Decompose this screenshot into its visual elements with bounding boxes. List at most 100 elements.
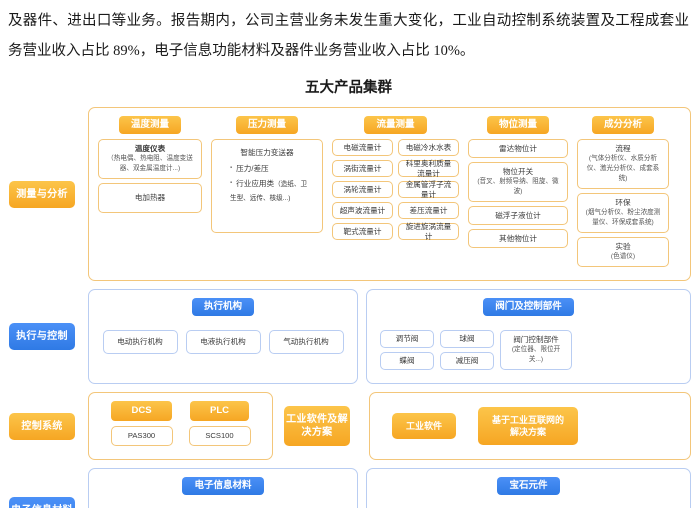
- group-flow: 流量测量 电磁流量计 涡街流量计 涡轮流量计 超声波流量计 靶式流量计 电磁冷水…: [332, 116, 459, 271]
- flow-columns: 电磁流量计 涡街流量计 涡轮流量计 超声波流量计 靶式流量计 电磁冷水水表 科里…: [332, 139, 459, 244]
- item-electric-heater: 电加热器: [98, 183, 202, 213]
- flow-column-left: 电磁流量计 涡街流量计 涡轮流量计 超声波流量计 靶式流量计: [332, 139, 393, 244]
- flow-item: 金属管浮子流量计: [398, 180, 459, 199]
- diagram-row-electronic: 电子信息材料及器件 电子信息材料 复合材料 贵金属材料 精密合金 宝石元件 仪器…: [6, 468, 691, 508]
- flow-column-right: 电磁冷水水表 科里奥利质量流量计 金属管浮子流量计 差压流量计 旋进旋涡流量计: [398, 139, 459, 244]
- row-pill-measurement: 测量与分析: [9, 180, 75, 208]
- paragraph-text: 及器件、进出口等业务。报告期内，公司主营业务未发生重大变化，工业自动控制系统装置…: [8, 13, 689, 59]
- flow-item: 科里奥利质量流量计: [398, 159, 459, 178]
- row-body-electronic: 电子信息材料 复合材料 贵金属材料 精密合金 宝石元件 仪器仪表元器件 精密测量…: [88, 468, 691, 508]
- group-caption-valve: 阀门及控制部件: [483, 298, 574, 316]
- actuator-item: 气动执行机构: [268, 330, 344, 354]
- group-pressure: 压力测量 智能压力变送器 压力/差压 行业应用类（造纸、卫生型、远传、核级...…: [211, 116, 323, 271]
- composition-item: 流程 (气体分析仪、水质分析仪、激光分析仪、成套系统): [577, 139, 669, 189]
- composition-main: 环保: [615, 198, 631, 207]
- item-smart-pressure-transmitter: 智能压力变送器 压力/差压 行业应用类（造纸、卫生型、远传、核级...): [211, 139, 323, 233]
- control-pair-plc: PLC SCS100: [188, 401, 251, 450]
- panel-electronic-materials: 电子信息材料 复合材料 贵金属材料 精密合金: [88, 468, 358, 508]
- composition-sub: (烟气分析仪、粉尘浓度测量仪、环保成套系统): [585, 209, 661, 226]
- flow-item: 旋进旋涡流量计: [398, 222, 459, 241]
- diagram-row-control: 控制系统 DCS PAS300 PLC SCS100 工业软件及解决方案: [6, 392, 691, 460]
- row-label-actuation: 执行与控制: [6, 289, 78, 384]
- row-label-measurement: 测量与分析: [6, 107, 78, 281]
- row-pill-electronic: 电子信息材料及器件: [9, 496, 75, 508]
- actuator-item: 电动执行机构: [102, 330, 178, 354]
- composition-sub: (气体分析仪、水质分析仪、激光分析仪、成套系统): [586, 155, 660, 182]
- group-level: 物位测量 雷达物位计 物位开关(音叉、射频导纳、阻旋、微波) 磁浮子液位计 其他…: [468, 116, 568, 271]
- flow-item: 电磁冷水水表: [398, 139, 459, 156]
- panel-measurement: 温度测量 温度仪表（热电偶、热电阻、温度变送器、双金属温度计...) 电加热器 …: [88, 107, 691, 281]
- row-label-industrial-software: 工业软件及解决方案: [281, 392, 353, 460]
- pair-caption-dcs: DCS: [111, 401, 172, 421]
- software-item: 基于工业互联网的解决方案: [478, 406, 578, 445]
- flow-item: 差压流量计: [398, 202, 459, 219]
- panel-gem-components: 宝石元件 仪器仪表元器件 精密测量组件 光学元器件 精密流体组件: [366, 468, 691, 508]
- row-body-actuation: 执行机构 电动执行机构 电液执行机构 气动执行机构 阀门及控制部件 调节阀 蝶阀: [88, 289, 691, 384]
- pair-value-dcs: PAS300: [110, 426, 173, 446]
- group-caption-gem: 宝石元件: [497, 477, 560, 495]
- panel-industrial-software: 工业软件 基于工业互联网的解决方案: [369, 392, 691, 460]
- control-pair-dcs: DCS PAS300: [110, 401, 173, 450]
- composition-item: 实验 (色谱仪): [577, 237, 669, 267]
- pair-caption-plc: PLC: [190, 401, 249, 421]
- diagram-row-measurement: 测量与分析 温度测量 温度仪表 （热电偶、热电阻、温度变送器、双金属温度计...)…: [6, 107, 691, 281]
- composition-item: 环保 (烟气分析仪、粉尘浓度测量仪、环保成套系统): [577, 193, 669, 233]
- row-body-control: DCS PAS300 PLC SCS100 工业软件及解决方案 工业软件 基于工…: [88, 392, 691, 460]
- bullet-sub: （造纸、卫生型、远传、核级...): [230, 181, 308, 202]
- pressure-bullet-list: 智能压力变送器 压力/差压 行业应用类（造纸、卫生型、远传、核级...): [217, 144, 317, 209]
- figure-title: 五大产品集群: [305, 80, 392, 96]
- group-temperature: 温度测量 温度仪表 （热电偶、热电阻、温度变送器、双金属温度计...) 电加热器: [98, 116, 202, 271]
- group-caption-electronic-materials: 电子信息材料: [182, 477, 264, 495]
- valve-item: 调节阀: [380, 330, 434, 348]
- valve-main: 阀门控制部件: [513, 335, 559, 344]
- row-body-measurement: 温度测量 温度仪表（热电偶、热电阻、温度变送器、双金属温度计...) 电加热器 …: [88, 107, 691, 281]
- report-paragraph: 及器件、进出口等业务。报告期内，公司主营业务未发生重大变化，工业自动控制系统装置…: [0, 0, 697, 66]
- level-item: 物位开关 (音叉、射频导纳、阻旋、微波): [468, 162, 568, 202]
- valve-item: 球阀: [440, 330, 494, 348]
- actuator-items: 电动执行机构 电液执行机构 气动执行机构: [102, 330, 344, 358]
- panel-control-system: DCS PAS300 PLC SCS100: [88, 392, 273, 460]
- row-pill-control: 控制系统: [9, 412, 75, 440]
- valve-column-mid: 球阀 减压阀: [440, 330, 494, 374]
- item-sub-text: （热电偶、热电阻、温度变送器、双金属温度计...): [107, 155, 193, 172]
- group-caption-actuator: 执行机构: [191, 298, 254, 316]
- item-temperature-instrument: 温度仪表 （热电偶、热电阻、温度变送器、双金属温度计...): [98, 139, 202, 179]
- valve-items: 调节阀 蝶阀 球阀 减压阀 阀门控制部件 (定位器、限位开关...): [376, 330, 681, 374]
- composition-sub: (色谱仪): [610, 253, 636, 260]
- group-caption-temperature: 温度测量: [118, 116, 181, 134]
- pair-value-plc: SCS100: [188, 426, 251, 446]
- level-main: 物位开关: [502, 167, 534, 176]
- group-composition: 成分分析 流程 (气体分析仪、水质分析仪、激光分析仪、成套系统) 环保 (烟气分析仪…: [577, 116, 669, 271]
- valve-item: 减压阀: [440, 352, 494, 370]
- row-label-control: 控制系统: [6, 392, 78, 460]
- pressure-bullet-item: 行业应用类（造纸、卫生型、远传、核级...): [230, 177, 313, 205]
- product-cluster-diagram: 测量与分析 温度测量 温度仪表 （热电偶、热电阻、温度变送器、双金属温度计...)…: [0, 107, 697, 508]
- panel-valve: 阀门及控制部件 调节阀 蝶阀 球阀 减压阀 阀门控制部件 (定位器、限位开关...…: [366, 289, 691, 384]
- software-item: 工业软件: [392, 412, 456, 439]
- item-main-text: 温度仪表: [134, 144, 166, 153]
- level-item: 磁浮子液位计: [468, 206, 568, 225]
- row-label-electronic: 电子信息材料及器件: [6, 468, 78, 508]
- panel-actuator: 执行机构 电动执行机构 电液执行机构 气动执行机构: [88, 289, 358, 384]
- group-caption-composition: 成分分析: [591, 116, 654, 134]
- group-caption-level: 物位测量: [486, 116, 549, 134]
- level-sub: (音叉、射频导纳、阻旋、微波): [477, 178, 559, 195]
- valve-sub: (定位器、限位开关...): [511, 346, 561, 363]
- pressure-bullet-item: 压力/差压: [230, 162, 313, 175]
- flow-item: 涡街流量计: [332, 160, 393, 177]
- flow-item: 超声波流量计: [332, 202, 393, 219]
- group-caption-pressure: 压力测量: [235, 116, 298, 134]
- bullet-main: 压力/差压: [236, 164, 269, 173]
- row-pill-actuation: 执行与控制: [9, 323, 75, 350]
- valve-control-component: 阀门控制部件 (定位器、限位开关...): [500, 330, 572, 370]
- actuator-item: 电液执行机构: [185, 330, 261, 354]
- row-pill-industrial-software: 工业软件及解决方案: [284, 406, 350, 446]
- composition-main: 实验: [615, 242, 631, 251]
- group-caption-flow: 流量测量: [364, 116, 427, 134]
- level-item: 其他物位计: [468, 229, 568, 248]
- composition-main: 流程: [615, 144, 631, 153]
- valve-item: 蝶阀: [380, 352, 434, 370]
- flow-item: 电磁流量计: [332, 139, 393, 156]
- bullet-main: 行业应用类: [236, 179, 275, 188]
